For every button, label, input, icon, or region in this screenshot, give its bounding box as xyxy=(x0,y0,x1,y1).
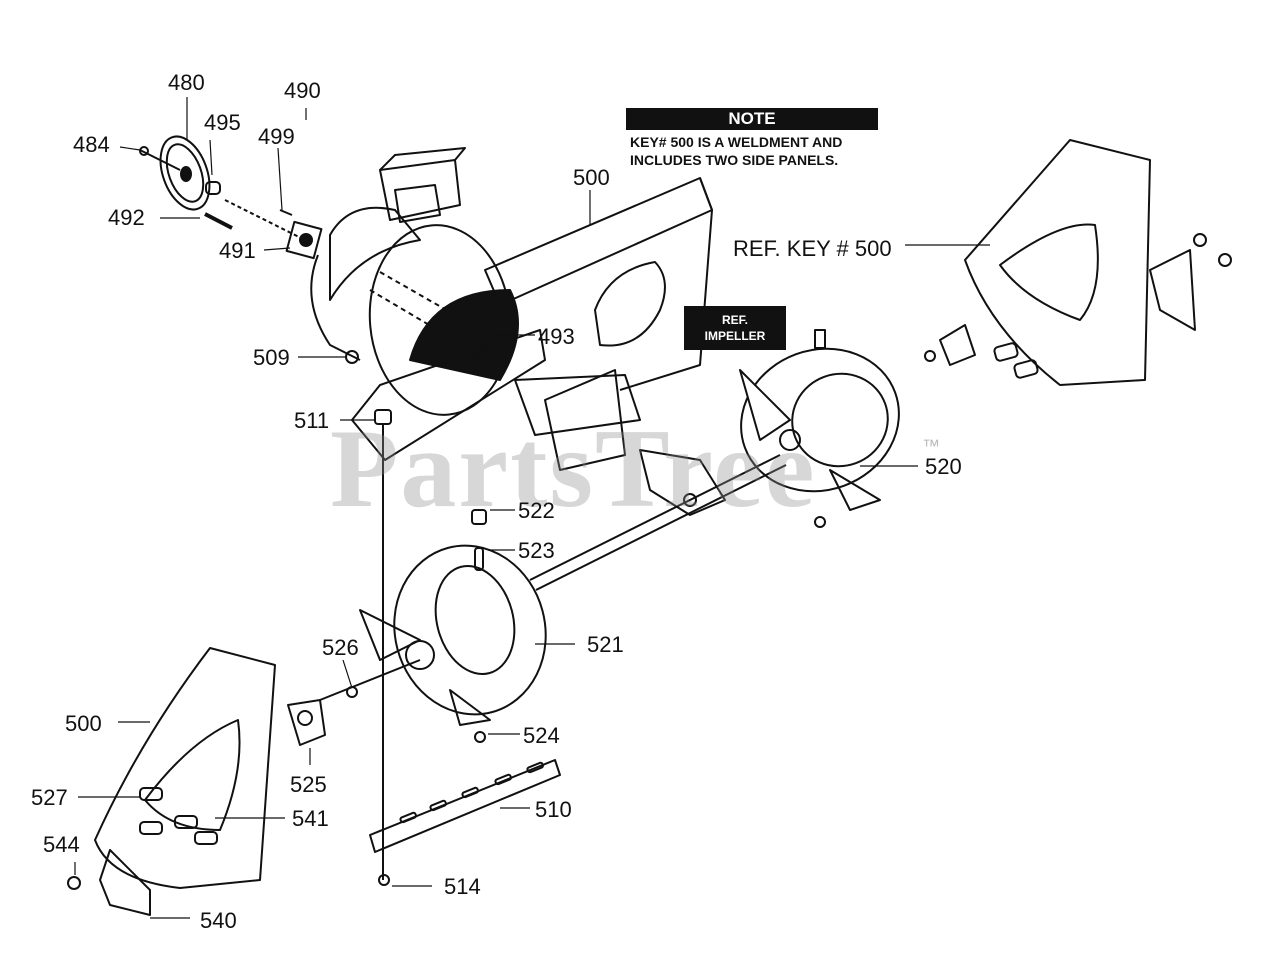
part-label-541: 541 xyxy=(292,806,329,831)
part-label-544: 544 xyxy=(43,832,80,857)
part-label-491: 491 xyxy=(219,238,256,263)
part-label-499: 499 xyxy=(258,124,295,149)
leader-lines xyxy=(74,97,990,919)
ref-impeller-line-1: REF. xyxy=(721,313,748,327)
right-side-panel xyxy=(924,139,1232,386)
part-label-490: 490 xyxy=(284,78,321,103)
auger-520 xyxy=(739,329,900,528)
part-label-521: 521 xyxy=(587,632,624,657)
bolt-511 xyxy=(374,409,392,880)
part-label-500-bottom: 500 xyxy=(65,711,102,736)
part-label-493: 493 xyxy=(538,324,575,349)
part-label-524: 524 xyxy=(523,723,560,748)
note-line-2: INCLUDES TWO SIDE PANELS. xyxy=(630,152,839,168)
part-label-514: 514 xyxy=(444,874,481,899)
pulley-assembly xyxy=(139,135,323,260)
bearing-491 xyxy=(285,220,323,260)
part-label-511: 511 xyxy=(294,408,330,433)
part-label-509: 509 xyxy=(253,345,290,370)
part-label-520: 520 xyxy=(925,454,962,479)
part-label-522: 522 xyxy=(518,498,555,523)
note-line-1: KEY# 500 IS A WELDMENT AND xyxy=(630,134,843,150)
washer-484 xyxy=(139,146,149,156)
part-label-526: 526 xyxy=(322,635,359,660)
bolts-493 xyxy=(369,271,496,361)
part-label-500-top: 500 xyxy=(573,165,610,190)
auger-521 xyxy=(359,509,547,743)
ref-key-500-label: REF. KEY # 500 xyxy=(733,236,892,261)
part-label-527: 527 xyxy=(31,785,68,810)
left-side-panel-500 xyxy=(67,647,421,916)
scraper-bar-510 xyxy=(369,759,561,886)
part-label-523: 523 xyxy=(518,538,555,563)
note-title: NOTE xyxy=(626,108,878,130)
part-label-480: 480 xyxy=(168,70,205,95)
gearbox-shaft xyxy=(529,449,787,591)
trademark-symbol: ™ xyxy=(922,436,940,456)
nut-509 xyxy=(345,350,359,364)
part-label-492: 492 xyxy=(108,205,145,230)
partstree-watermark: PartsTree xyxy=(330,407,817,531)
ref-impeller-line-2: IMPELLER xyxy=(704,329,766,343)
key-492 xyxy=(204,212,233,230)
pulley-480 xyxy=(159,135,211,211)
ref-impeller-box: REF. IMPELLER xyxy=(684,306,786,350)
part-label-484: 484 xyxy=(73,132,110,157)
note-body: KEY# 500 IS A WELDMENT AND INCLUDES TWO … xyxy=(630,133,890,169)
part-label-495: 495 xyxy=(204,110,241,135)
auger-housing-500 xyxy=(310,147,713,471)
part-label-540: 540 xyxy=(200,908,237,933)
part-label-510: 510 xyxy=(535,797,572,822)
part-label-525: 525 xyxy=(290,772,327,797)
spacer-495 xyxy=(205,181,221,195)
